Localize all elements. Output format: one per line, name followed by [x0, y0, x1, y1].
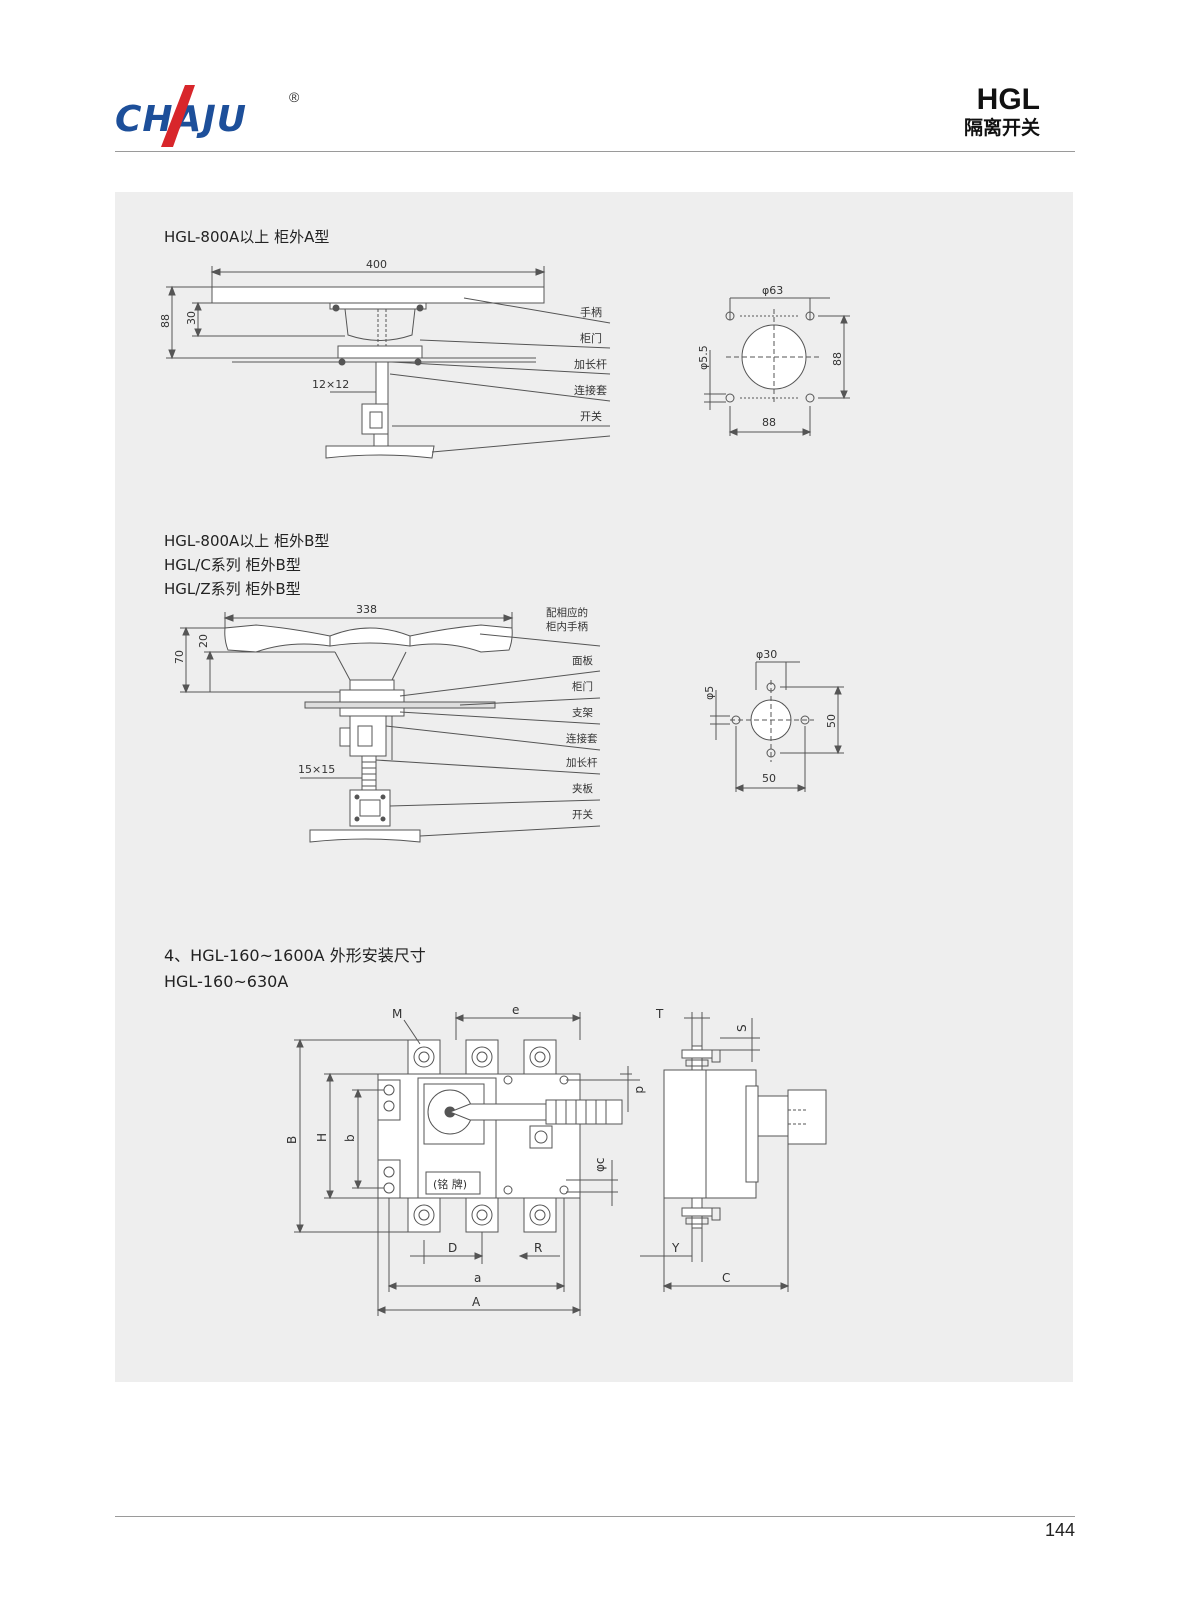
dim-c-Y: Y — [671, 1241, 680, 1255]
section-c-front-view: (铭 牌) — [294, 1012, 640, 1316]
header-divider — [115, 151, 1075, 152]
section-b-title-2: HGL/C系列 柜外B型 — [164, 556, 301, 574]
section-a-cutout-drawing: φ63 88 88 φ5.5 — [697, 284, 850, 436]
section-c-title: 4、HGL-160~1600A 外形安装尺寸 — [164, 946, 426, 965]
section-a-title: HGL-800A以上 柜外A型 — [164, 228, 330, 246]
dim-a-width: 400 — [366, 258, 387, 271]
label-b-clamp: 夹板 — [572, 782, 593, 795]
dim-b-width: 338 — [356, 603, 377, 616]
nameplate-label: (铭 牌) — [433, 1177, 467, 1191]
dim-c-M: M — [392, 1007, 402, 1021]
cutout-b-hole: φ5 — [703, 686, 716, 700]
dim-c-C: C — [722, 1271, 730, 1285]
cutout-a-side-v: 88 — [831, 352, 844, 366]
dim-c-a: a — [474, 1271, 481, 1285]
label-b-handle-1: 配相应的 — [546, 606, 588, 619]
product-subtitle: 隔离开关 — [963, 117, 1040, 139]
cutout-a-side-h: 88 — [762, 416, 776, 429]
dim-c-D: D — [448, 1241, 457, 1255]
dim-a-offset: 30 — [185, 311, 198, 325]
label-b-door: 柜门 — [572, 680, 593, 693]
cutout-a-hole: φ5.5 — [697, 345, 710, 370]
label-a-coupling: 连接套 — [574, 384, 607, 397]
drawing-panel — [115, 192, 1073, 1382]
dim-c-B: B — [285, 1136, 299, 1144]
section-b-title-3: HGL/Z系列 柜外B型 — [164, 580, 301, 598]
section-a-handle-drawing: 400 88 30 12×12 — [159, 258, 611, 459]
dim-b-shaft: 15×15 — [298, 763, 335, 776]
dim-c-R: R — [534, 1241, 542, 1255]
footer-divider — [115, 1516, 1075, 1517]
label-b-handle-2: 柜内手柄 — [546, 620, 588, 633]
section-b-title-1: HGL-800A以上 柜外B型 — [164, 532, 330, 550]
label-b-coupling: 连接套 — [566, 732, 598, 745]
label-a-extension-rod: 加长杆 — [574, 357, 607, 371]
section-b-handle-drawing: 338 70 20 15×15 — [173, 603, 601, 843]
cutout-b-circle: φ30 — [756, 648, 777, 661]
cutout-b-side-v: 50 — [825, 714, 838, 728]
dim-c-d: d — [633, 1086, 647, 1094]
model-name: HGL — [976, 83, 1040, 116]
dim-c-b: b — [343, 1134, 357, 1142]
label-b-extension-rod: 加长杆 — [566, 756, 598, 769]
label-b-bracket: 支架 — [572, 707, 593, 719]
dim-b-height: 70 — [173, 650, 186, 664]
dim-c-A: A — [472, 1295, 481, 1309]
label-b-switch: 开关 — [572, 808, 593, 821]
registered-mark: ® — [289, 89, 300, 105]
dim-c-T: T — [655, 1007, 664, 1021]
label-a-handle: 手柄 — [580, 305, 602, 319]
dim-b-offset: 20 — [197, 634, 210, 648]
label-b-panel: 面板 — [572, 654, 593, 667]
dim-c-H: H — [315, 1133, 329, 1142]
dim-c-e: e — [512, 1003, 519, 1017]
label-a-door: 柜门 — [580, 331, 602, 345]
label-a-switch: 开关 — [580, 409, 602, 423]
header-title: HGL 隔离开关 — [964, 84, 1040, 140]
logo-swoosh-icon — [161, 85, 195, 147]
section-c-side-view — [640, 1012, 827, 1292]
brand-logo: CHAJU ® — [115, 85, 315, 155]
dim-a-shaft: 12×12 — [312, 378, 349, 391]
dim-c-phic: φc — [593, 1157, 607, 1172]
dim-c-S: S — [735, 1024, 749, 1032]
section-b-cutout-drawing: φ30 50 50 φ5 — [703, 648, 844, 792]
cutout-b-side-h: 50 — [762, 772, 776, 785]
section-c-subtitle: HGL-160~630A — [164, 972, 289, 991]
cutout-a-circle: φ63 — [762, 284, 783, 297]
dim-a-height: 88 — [159, 314, 172, 328]
page-number: 144 — [1044, 1520, 1075, 1540]
